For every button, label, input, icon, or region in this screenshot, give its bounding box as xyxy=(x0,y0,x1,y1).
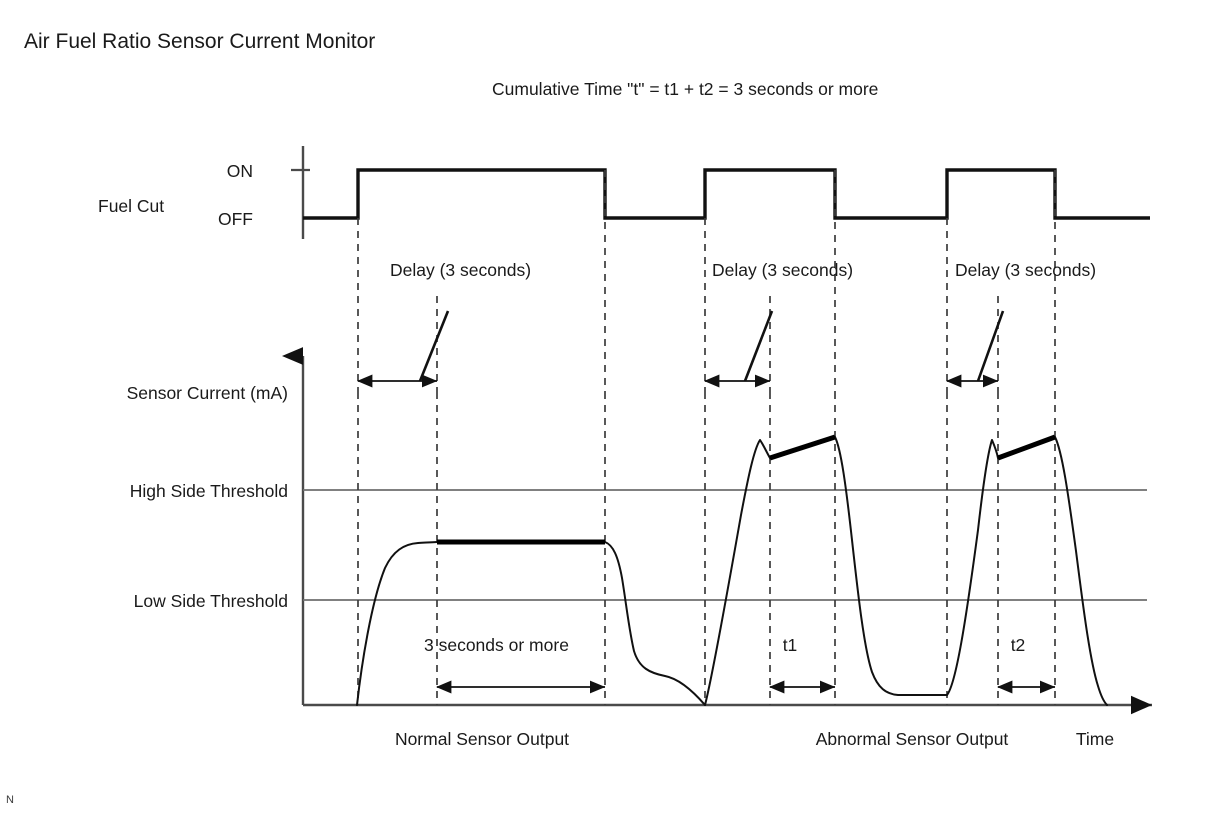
region-label-normal: Normal Sensor Output xyxy=(395,729,569,749)
delay-label-2: Delay (3 seconds) xyxy=(712,260,853,280)
t2-label: t2 xyxy=(1011,635,1026,655)
delay-label-1: Delay (3 seconds) xyxy=(390,260,531,280)
dashed-time-markers-lower xyxy=(357,392,1056,705)
normal-sensor-curve xyxy=(356,541,706,706)
normal-sensor-output-trace xyxy=(356,539,706,706)
duration-normal-label: 3 seconds or more xyxy=(424,635,569,655)
delay-annotation-2: Delay (3 seconds) xyxy=(703,260,853,388)
delay-annotation-1: Delay (3 seconds) xyxy=(356,260,531,388)
delay-leader-2 xyxy=(743,310,774,382)
high-side-threshold-label: High Side Threshold xyxy=(130,481,288,501)
abnormal-sensor-peak-highlight-2 xyxy=(997,434,1056,461)
delay-label-3: Delay (3 seconds) xyxy=(955,260,1096,280)
footnote-marker: N xyxy=(6,794,14,806)
delay-annotation-3: Delay (3 seconds) xyxy=(945,260,1096,388)
t1-annotation: t1 xyxy=(768,635,836,694)
region-label-abnormal: Abnormal Sensor Output xyxy=(816,729,1009,749)
time-axis-label: Time xyxy=(1076,729,1114,749)
fuel-cut-waveform xyxy=(303,168,1150,220)
sensor-current-axis-label: Sensor Current (mA) xyxy=(127,383,288,403)
fuel-cut-label: Fuel Cut xyxy=(98,196,164,216)
fuel-cut-panel: Fuel Cut ON OFF xyxy=(98,146,1150,239)
low-side-threshold-label: Low Side Threshold xyxy=(134,591,288,611)
normal-duration-annotation: 3 seconds or more xyxy=(424,635,606,694)
fuel-cut-on-label: ON xyxy=(227,161,253,181)
abnormal-sensor-peak-highlight-1 xyxy=(769,434,836,461)
delay-leader-1 xyxy=(418,310,450,382)
abnormal-sensor-output-trace xyxy=(704,434,1108,706)
t2-annotation: t2 xyxy=(996,635,1056,694)
t1-label: t1 xyxy=(783,635,798,655)
page-title: Air Fuel Ratio Sensor Current Monitor xyxy=(24,30,375,53)
fuel-cut-off-label: OFF xyxy=(218,209,253,229)
delay-leader-3 xyxy=(976,310,1005,382)
cumulative-time-note: Cumulative Time "t" = t1 + t2 = 3 second… xyxy=(492,79,878,99)
sensor-current-panel: Sensor Current (mA) High Side Threshold … xyxy=(127,347,1152,715)
